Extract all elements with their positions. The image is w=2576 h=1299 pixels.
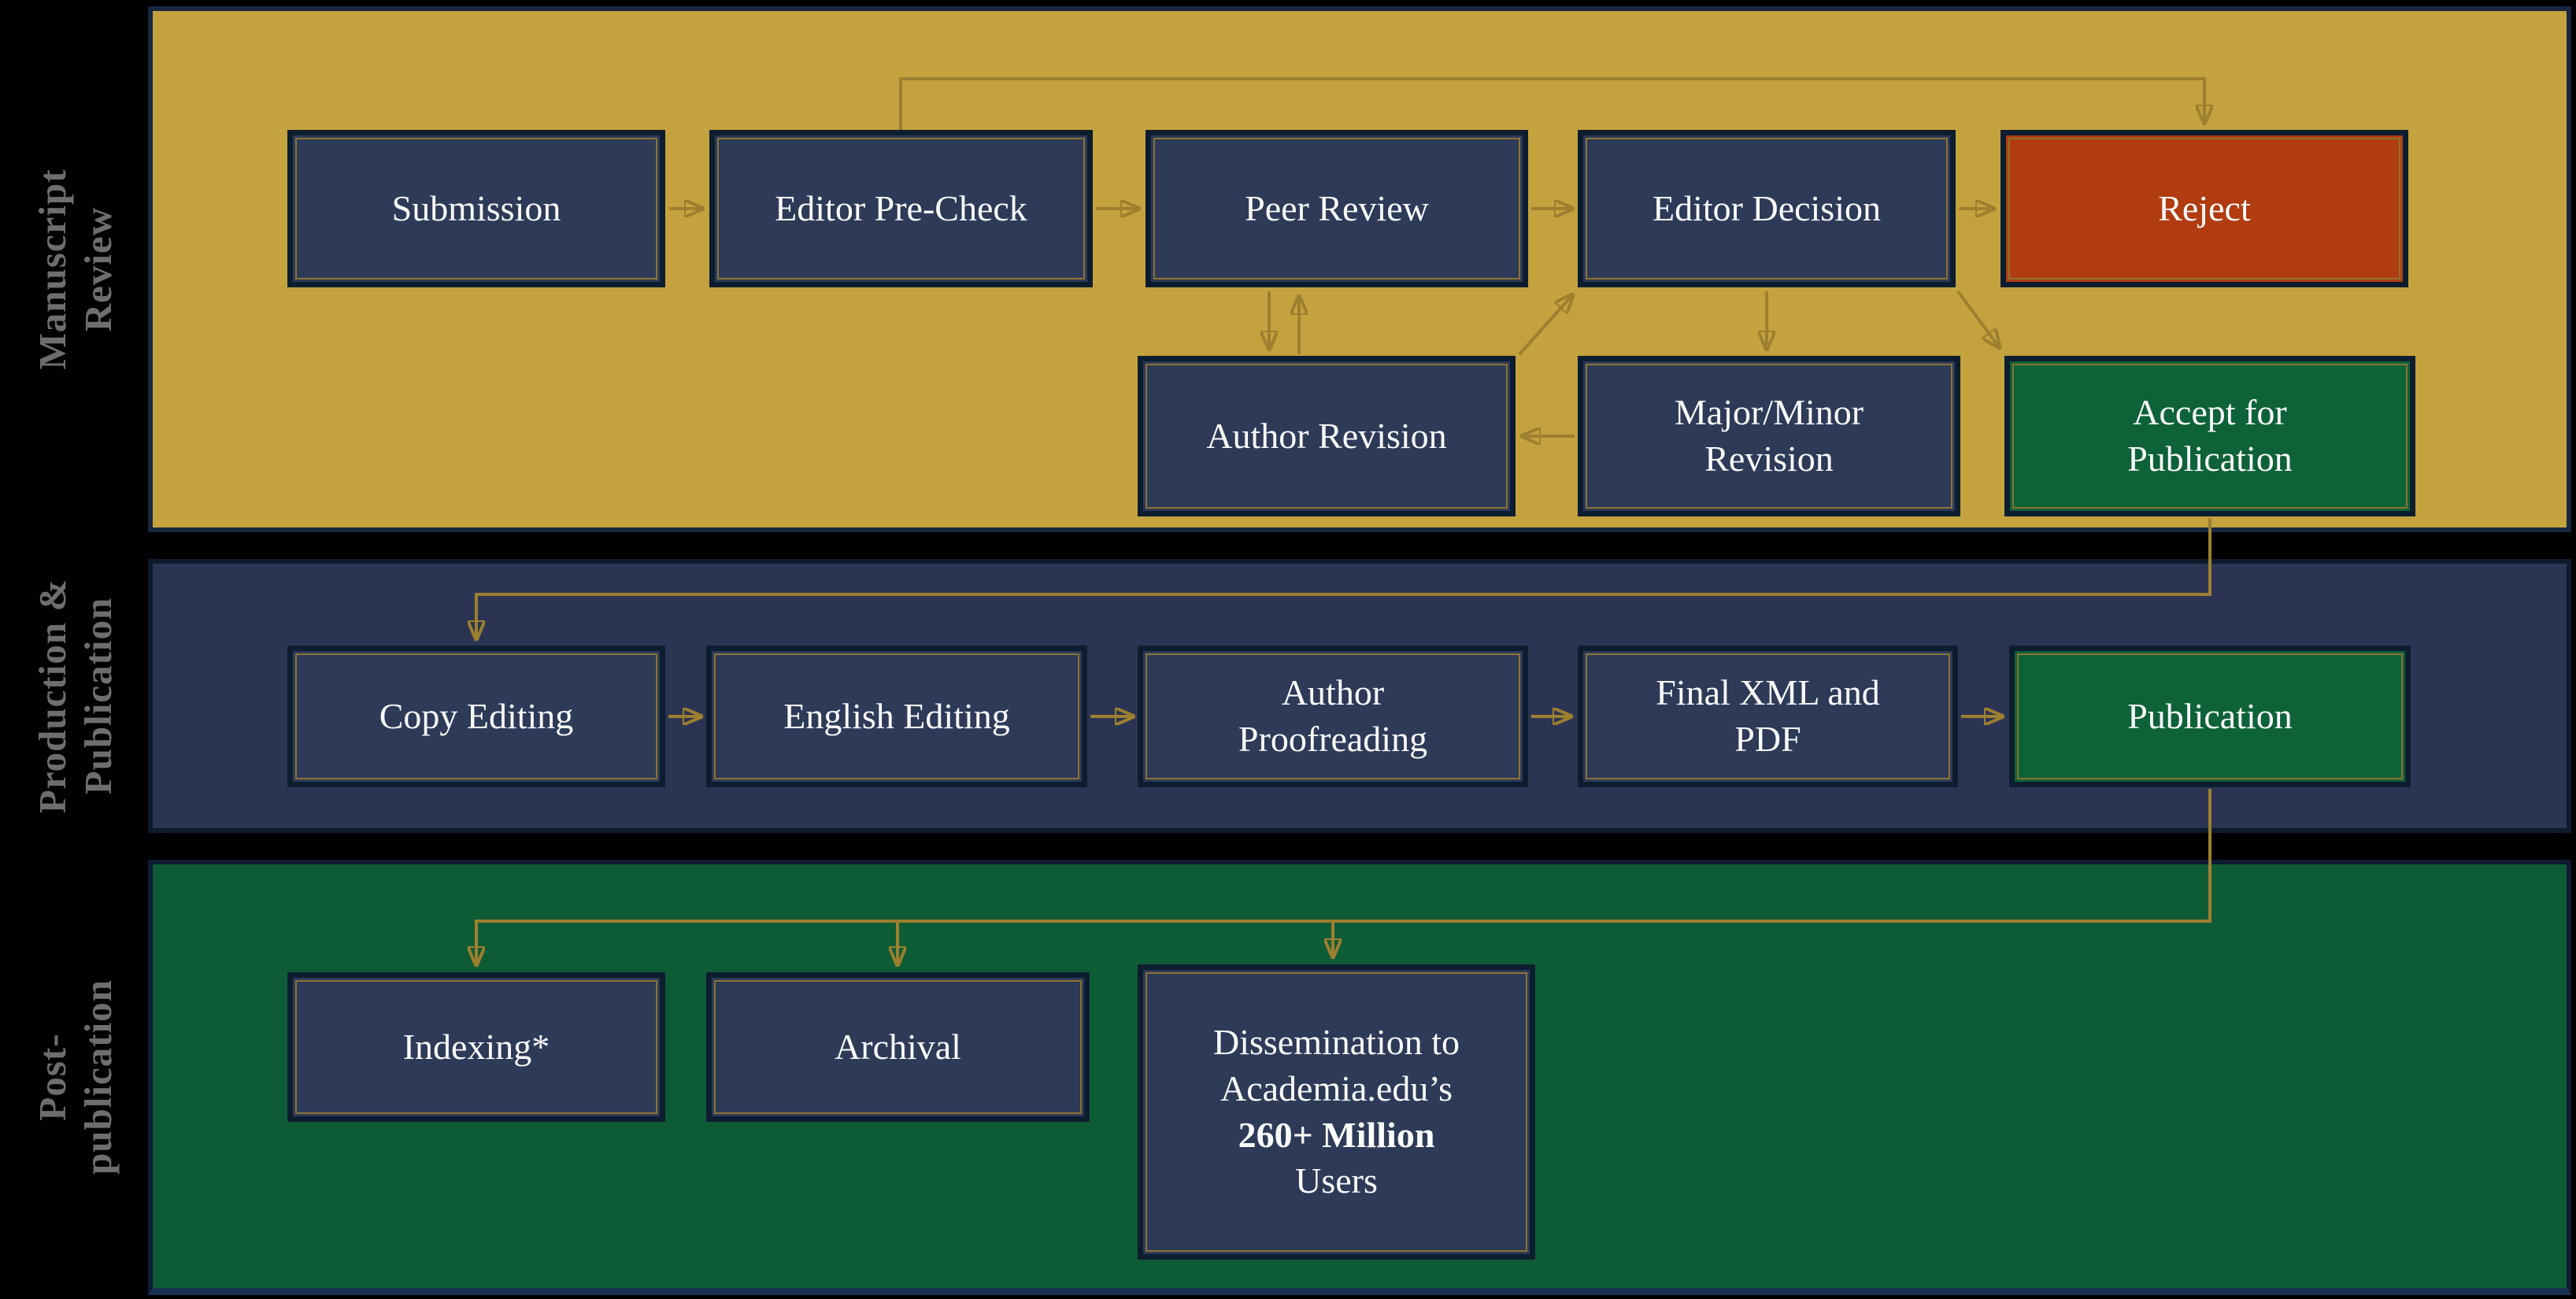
lane-label-line: Post- [31,1033,75,1121]
node-label: Copy Editing [379,695,574,736]
lane-label-line: Production & [31,578,75,814]
node-label: Final XML and [1656,672,1880,713]
node-label: Accept for [2133,392,2287,433]
node-label: Academia.edu’s [1220,1068,1453,1108]
node-label: Revision [1704,439,1834,479]
node-label: Indexing* [402,1026,550,1067]
node-final-xml-and-pdf: Final XML and PDF [1578,646,1958,787]
node-indexing: Indexing* [287,972,665,1122]
node-publication: Publication [2009,646,2411,787]
node-reject: Reject [2000,130,2408,287]
node-label: Users [1295,1160,1378,1201]
node-author-proofreading: Author Proofreading [1138,646,1528,787]
node-label: Dissemination to [1212,1021,1460,1062]
lane-label-line: publication [76,979,120,1175]
lane-label-post-publication: Post- publication [30,860,121,1293]
node-label: Author Revision [1206,415,1447,456]
node-dissemination: Dissemination to Academia.edu’s 260+ Mil… [1138,964,1535,1260]
node-label: Peer Review [1245,187,1429,228]
node-author-revision: Author Revision [1138,356,1516,516]
node-label: PDF [1734,719,1801,759]
node-accept-for-publication: Accept for Publication [2004,356,2415,516]
node-label: Major/Minor [1674,392,1864,433]
node-label: Proofreading [1238,719,1428,759]
node-copy-editing: Copy Editing [287,646,665,787]
node-english-editing: English Editing [706,646,1087,787]
node-label: Submission [391,187,561,228]
node-editor-pre-check: Editor Pre-Check [709,130,1093,287]
node-major-minor-revision: Major/Minor Revision [1578,356,1960,516]
lane-label-production-publication: Production & Publication [30,538,121,853]
lane-label-line: Review [76,206,120,332]
node-label: Publication [2127,695,2293,736]
node-editor-decision: Editor Decision [1578,130,1956,287]
lane-label-line: Manuscript [31,168,75,370]
node-peer-review: Peer Review [1146,130,1528,287]
node-label: Archival [835,1026,961,1067]
lane-label-line: Publication [76,597,120,795]
node-label: Editor Pre-Check [775,187,1027,228]
node-submission: Submission [287,130,665,287]
node-archival: Archival [706,972,1090,1122]
node-label: Author [1281,672,1385,713]
node-label: Reject [2158,187,2251,228]
node-label: English Editing [783,695,1010,736]
node-label: Publication [2127,439,2293,479]
lane-label-manuscript-review: Manuscript Review [30,9,121,529]
node-label: Editor Decision [1653,187,1881,228]
node-label-bold: 260+ Million [1238,1114,1435,1155]
